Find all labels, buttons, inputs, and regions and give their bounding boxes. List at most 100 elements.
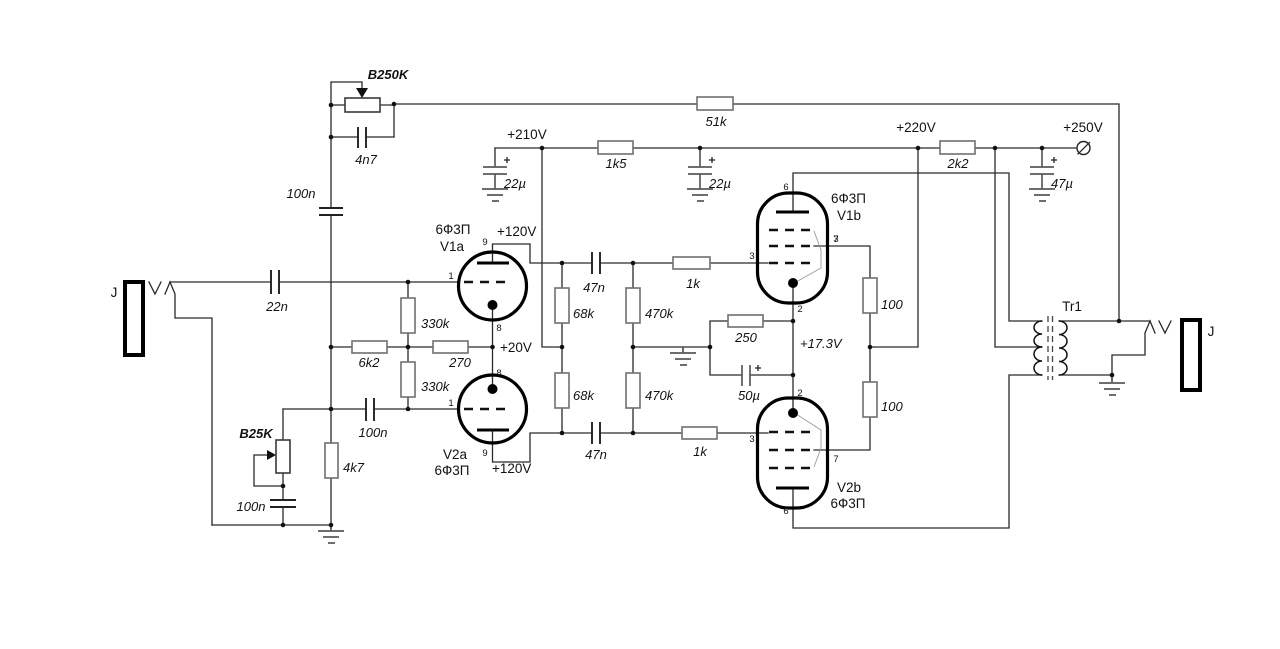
- svg-text:330k: 330k: [421, 316, 451, 331]
- capacitor-100n-bias: 100n: [237, 499, 296, 514]
- svg-text:470k: 470k: [645, 306, 675, 321]
- v1b-pin3-label: 3: [749, 251, 754, 262]
- svg-text:6Ф3П: 6Ф3П: [831, 191, 866, 206]
- svg-text:3: 3: [833, 234, 838, 245]
- svg-text:6Ф3П: 6Ф3П: [436, 222, 471, 237]
- resistor-100-lower: 100: [862, 381, 903, 418]
- svg-text:1k5: 1k5: [606, 156, 628, 171]
- svg-text:100n: 100n: [287, 186, 316, 201]
- svg-text:330k: 330k: [421, 379, 451, 394]
- svg-text:Tr1: Tr1: [1062, 299, 1082, 314]
- svg-text:+120V: +120V: [497, 224, 536, 239]
- svg-text:51k: 51k: [706, 114, 728, 129]
- svg-text:4n7: 4n7: [355, 152, 377, 167]
- output-jack: J: [1180, 318, 1215, 392]
- capacitor-50u: 50µ: [738, 365, 761, 403]
- svg-text:1k: 1k: [686, 276, 701, 291]
- ground-symbol-input: [318, 525, 344, 544]
- svg-text:6Ф3П: 6Ф3П: [831, 496, 866, 511]
- svg-text:22µ: 22µ: [503, 176, 526, 191]
- svg-text:100n: 100n: [237, 499, 266, 514]
- v1b-pin7-label: 7: [833, 234, 838, 245]
- svg-text:6Ф3П: 6Ф3П: [435, 463, 470, 478]
- resistor-470k-upper: 470k: [625, 287, 675, 324]
- svg-text:100: 100: [881, 297, 903, 312]
- capacitor-47u: 47µ: [1029, 147, 1073, 202]
- svg-text:22µ: 22µ: [708, 176, 731, 191]
- resistor-4k7: 4k7: [324, 442, 365, 479]
- capacitor-22u-first: 22µ: [482, 147, 526, 202]
- pot-b25k-label: B25K: [239, 426, 274, 441]
- resistor-250: 250: [727, 314, 764, 345]
- svg-text:1k: 1k: [693, 444, 708, 459]
- input-jack-label: J: [111, 285, 118, 300]
- resistor-1k-lower: 1k: [681, 426, 718, 459]
- output-jack-label: J: [1208, 324, 1215, 339]
- svg-text:+120V: +120V: [492, 461, 531, 476]
- svg-text:100: 100: [881, 399, 903, 414]
- svg-text:6k2: 6k2: [359, 355, 381, 370]
- svg-text:470k: 470k: [645, 388, 675, 403]
- capacitor-4n7: 4n7: [355, 127, 378, 167]
- svg-text:V1b: V1b: [837, 208, 861, 223]
- svg-text:50µ: 50µ: [738, 388, 760, 403]
- svg-text:47µ: 47µ: [1051, 176, 1073, 191]
- tube-v1b: 6Ф3П V1b 6 3 3 3 2: [755, 182, 866, 315]
- resistor-6k2: 6k2: [351, 340, 388, 370]
- svg-text:V2b: V2b: [837, 480, 861, 495]
- ground-symbol-center: [670, 347, 696, 366]
- svg-text:68k: 68k: [573, 306, 595, 321]
- supply-terminal-250v: [1076, 140, 1091, 156]
- resistor-100-upper: 100: [862, 277, 903, 314]
- wires: [148, 81, 1172, 529]
- svg-text:2: 2: [797, 304, 802, 315]
- potentiometer-b250k: B250K: [344, 67, 410, 113]
- capacitor-22u-second: 22µ: [687, 147, 731, 202]
- svg-text:2k2: 2k2: [947, 156, 970, 171]
- tube-v2a: V2a 6Ф3П 8 1 9 +120V: [435, 368, 532, 478]
- junction-dots: [280, 101, 1122, 528]
- rail-250v-label: +250V: [1063, 120, 1102, 135]
- svg-text:250: 250: [734, 330, 757, 345]
- capacitor-100n-v2a-grid: 100n: [359, 398, 387, 440]
- svg-text:V2a: V2a: [443, 447, 468, 462]
- capacitor-22n-input: 22n: [265, 270, 288, 314]
- potentiometer-b25k: B25K: [239, 426, 291, 474]
- resistor-330k-lower: 330k: [400, 361, 451, 398]
- svg-text:1: 1: [448, 398, 453, 409]
- svg-text:6: 6: [783, 182, 788, 193]
- svg-text:7: 7: [833, 454, 838, 465]
- svg-text:9: 9: [482, 237, 487, 248]
- svg-text:47n: 47n: [583, 280, 605, 295]
- capacitor-47n-upper: 47n: [583, 252, 605, 295]
- svg-text:1: 1: [448, 271, 453, 282]
- resistor-1k5: 1k5: [597, 140, 634, 171]
- resistor-2k2: 2k2: [939, 140, 976, 171]
- ground-symbol-output: [1099, 375, 1125, 396]
- svg-text:6: 6: [783, 506, 788, 517]
- tube-v2b: V2b 6Ф3П 2 3 7 6: [749, 388, 865, 517]
- resistor-270: 270: [432, 340, 472, 370]
- cathode-voltage-label: +20V: [500, 340, 532, 355]
- svg-text:V1a: V1a: [440, 239, 465, 254]
- input-jack: J: [111, 280, 145, 357]
- resistor-68k-upper: 68k: [554, 287, 595, 324]
- pot-b250k-label: B250K: [368, 67, 410, 82]
- capacitor-47n-lower: 47n: [585, 422, 607, 462]
- capacitor-100n-feedback: 100n: [287, 186, 343, 216]
- rail-210v-label: +210V: [507, 127, 546, 142]
- svg-text:68k: 68k: [573, 388, 595, 403]
- svg-text:8: 8: [496, 368, 501, 379]
- svg-text:47n: 47n: [585, 447, 607, 462]
- resistor-1k-upper: 1k: [672, 256, 711, 291]
- rail-220v-label: +220V: [896, 120, 935, 135]
- svg-text:270: 270: [448, 355, 471, 370]
- svg-text:22n: 22n: [265, 299, 288, 314]
- svg-text:8: 8: [496, 323, 501, 334]
- transformer-tr1: Tr1: [1033, 299, 1082, 380]
- svg-text:2: 2: [797, 388, 802, 399]
- svg-text:3: 3: [749, 434, 754, 445]
- tube-v1a: 6Ф3П V1a 9 1 8 +120V: [436, 222, 537, 334]
